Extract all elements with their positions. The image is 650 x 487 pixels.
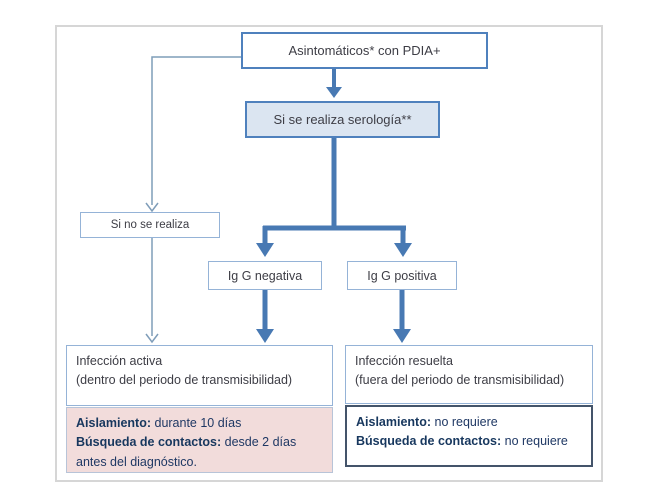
flow-box-igg-positive-label: Ig G positiva <box>367 268 437 283</box>
flow-box-igg-negative: Ig G negativa <box>208 261 322 290</box>
flow-box-igg-negative-label: Ig G negativa <box>227 268 303 283</box>
flow-box-igg-positive: Ig G positiva <box>347 261 457 290</box>
resolved-isolation-value: no requiere <box>431 415 498 429</box>
active-isolation-label: Aislamiento: <box>76 416 152 430</box>
flow-box-active-infection-measures: Aislamiento: durante 10 días Búsqueda de… <box>66 407 333 473</box>
resolved-isolation-label: Aislamiento: <box>356 415 432 429</box>
resolved-contacts-label: Búsqueda de contactos: <box>356 434 502 449</box>
active-infection-title: Infección activa <box>76 354 163 368</box>
active-infection-subtitle: (dentro del periodo de transmisibilidad) <box>76 373 293 388</box>
flow-box-active-infection: Infección activa (dentro del periodo de … <box>66 345 333 406</box>
active-contacts-label: Búsqueda de contactos: <box>76 435 222 450</box>
flow-box-resolved-infection-measures: Aislamiento: no requiere Búsqueda de con… <box>345 405 593 467</box>
flow-box-serology-label: Si se realiza serología** <box>273 112 412 127</box>
resolved-contacts-value: no requiere <box>501 434 568 449</box>
active-contacts-value: desde 2 días antes del diagnóstico. <box>76 435 297 469</box>
flow-box-asymptomatic-pdia-label: Asintomáticos* con PDIA+ <box>288 43 441 58</box>
active-isolation-value: durante 10 días <box>151 416 242 430</box>
flow-box-asymptomatic-pdia: Asintomáticos* con PDIA+ <box>241 32 488 69</box>
flow-box-no-serology-label: Si no se realiza <box>110 219 190 231</box>
flow-box-no-serology: Si no se realiza <box>80 212 220 238</box>
flow-box-serology: Si se realiza serología** <box>245 101 440 138</box>
resolved-infection-subtitle: (fuera del periodo de transmisibilidad) <box>355 373 565 388</box>
resolved-infection-title: Infección resuelta <box>355 354 453 368</box>
flow-box-resolved-infection: Infección resuelta (fuera del periodo de… <box>345 345 593 404</box>
